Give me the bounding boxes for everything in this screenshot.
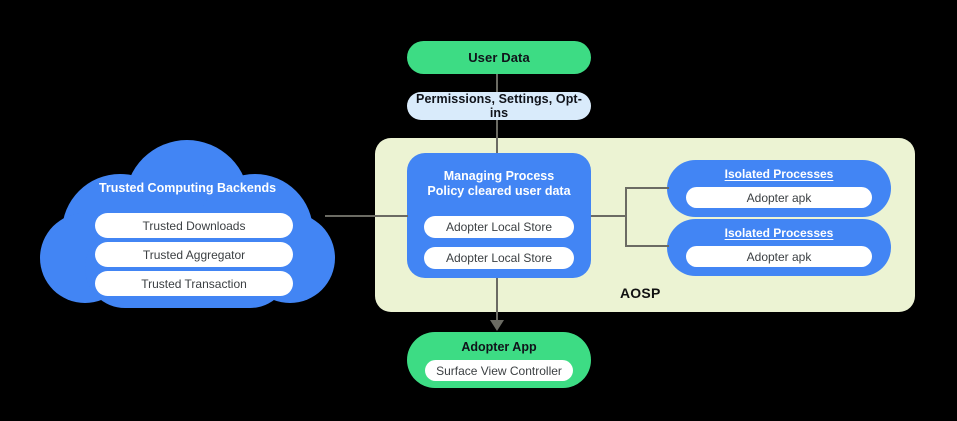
managing-process-node[interactable]: Managing Process Policy cleared user dat… <box>407 153 591 278</box>
isolated-process-node-1[interactable]: Isolated Processes Adopter apk <box>667 160 891 217</box>
connector-managing-process-to-bracket <box>591 215 627 217</box>
adopter-local-store-pill-1[interactable]: Adopter Local Store <box>424 216 574 238</box>
aosp-label: AOSP <box>620 285 661 301</box>
managing-process-title-line2: Policy cleared user data <box>427 184 571 198</box>
arrow-down-icon <box>490 320 504 331</box>
cloud-title: Trusted Computing Backends <box>98 181 277 195</box>
managing-process-title: Managing Process Policy cleared user dat… <box>427 169 570 199</box>
isolated-process-title-1[interactable]: Isolated Processes <box>724 167 834 181</box>
user-data-node[interactable]: User Data <box>407 41 591 74</box>
adopter-app-node[interactable]: Adopter App Surface View Controller <box>407 332 591 388</box>
permissions-settings-optins-node[interactable]: Permissions, Settings, Opt-ins <box>407 92 591 120</box>
isolated-process-title-2[interactable]: Isolated Processes <box>724 226 834 240</box>
trusted-transaction-pill[interactable]: Trusted Transaction <box>95 271 293 296</box>
trusted-aggregator-pill[interactable]: Trusted Aggregator <box>95 242 293 267</box>
adopter-local-store-pill-2[interactable]: Adopter Local Store <box>424 247 574 269</box>
surface-view-controller-pill[interactable]: Surface View Controller <box>425 360 573 381</box>
connector-bracket-to-isolated-1 <box>625 187 669 189</box>
trusted-downloads-pill[interactable]: Trusted Downloads <box>95 213 293 238</box>
managing-process-title-line1: Managing Process <box>443 169 555 183</box>
connector-permissions-to-managing-process <box>496 120 498 153</box>
connector-managing-process-to-adopter-app <box>496 278 498 324</box>
adopter-apk-pill-1[interactable]: Adopter apk <box>686 187 872 208</box>
connector-userdata-to-permissions <box>496 74 498 92</box>
adopter-apk-pill-2[interactable]: Adopter apk <box>686 246 872 267</box>
connector-bracket-vertical <box>625 187 627 247</box>
adopter-app-title: Adopter App <box>461 340 537 354</box>
isolated-process-node-2[interactable]: Isolated Processes Adopter apk <box>667 219 891 276</box>
connector-bracket-to-isolated-2 <box>625 245 669 247</box>
trusted-computing-backends-cloud: Trusted Computing Backends Trusted Downl… <box>40 140 335 310</box>
connector-cloud-to-aosp <box>325 215 408 217</box>
